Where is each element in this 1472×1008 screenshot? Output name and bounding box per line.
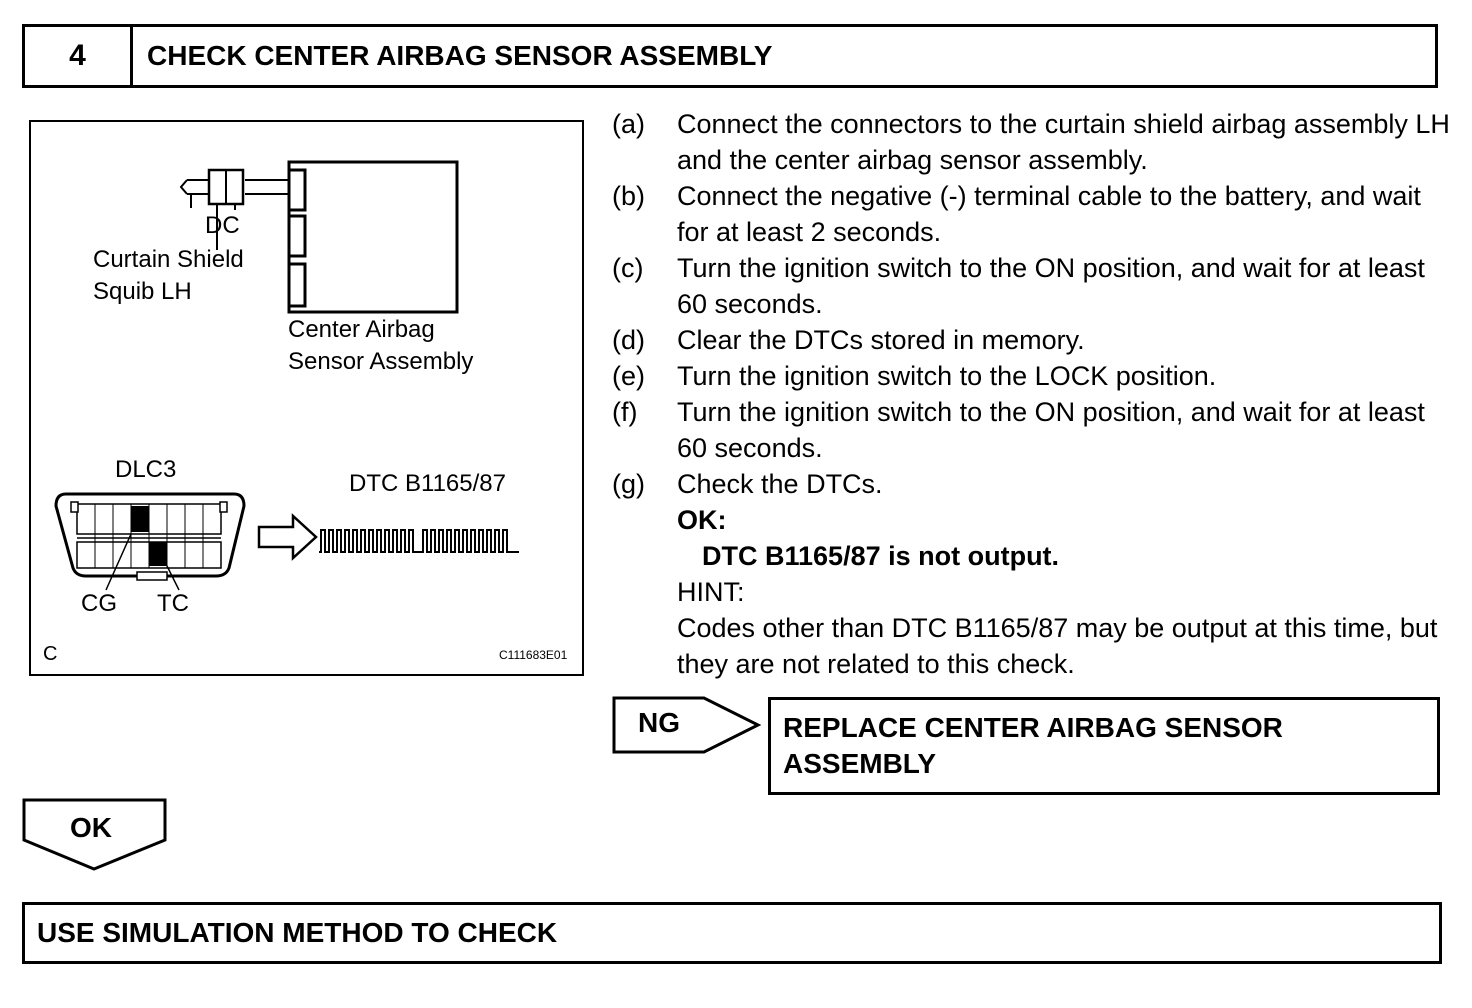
squib-label-line1: Curtain Shield: [93, 246, 244, 273]
ok-heading: OK:: [677, 505, 727, 535]
instruction-item: (c) Turn the ignition switch to the ON po…: [612, 250, 1452, 322]
figure-corner-label: C: [43, 643, 58, 665]
instruction-text: Clear the DTCs stored in memory.: [677, 325, 1085, 355]
instruction-text: Turn the ignition switch to the LOCK pos…: [677, 361, 1217, 391]
sensor-connector-2: [287, 214, 307, 258]
sensor-label-line1: Center Airbag: [288, 316, 435, 343]
dlc3-label: DLC3: [115, 456, 177, 483]
step-title: CHECK CENTER AIRBAG SENSOR ASSEMBLY: [147, 40, 773, 71]
final-step-box: USE SIMULATION METHOD TO CHECK: [22, 902, 1442, 964]
dlc3-connector: [54, 492, 246, 578]
tc-pin: [149, 542, 167, 566]
instruction-letter: (c): [612, 253, 644, 283]
cg-label: CG: [81, 590, 117, 617]
dtc-label: DTC B1165/87: [349, 470, 506, 497]
instruction-text: Connect the connectors to the curtain sh…: [677, 109, 1450, 175]
instruction-item: (b) Connect the negative (-) terminal cab…: [612, 178, 1452, 250]
dtc-pulse-waveform: [319, 529, 519, 553]
instruction-text: Turn the ignition switch to the ON posit…: [677, 397, 1425, 463]
instruction-letter: (a): [612, 109, 645, 139]
tc-label: TC: [157, 590, 189, 617]
instruction-text: Turn the ignition switch to the ON posit…: [677, 253, 1425, 319]
ng-result-box: REPLACE CENTER AIRBAG SENSOR ASSEMBLY: [768, 697, 1440, 795]
ok-condition: DTC B1165/87 is not output.: [702, 541, 1060, 571]
instruction-item: (e) Turn the ignition switch to the LOCK …: [612, 358, 1452, 394]
hint-text: Codes other than DTC B1165/87 may be out…: [677, 613, 1438, 679]
figure-id: C111683E01: [499, 648, 568, 662]
instruction-letter: (f): [612, 397, 638, 427]
sensor-connector-1: [287, 168, 307, 212]
squib-label-line2: Squib LH: [93, 278, 192, 305]
step-header: 4 CHECK CENTER AIRBAG SENSOR ASSEMBLY: [22, 24, 1438, 88]
signal-arrow: [257, 513, 318, 561]
instruction-item: (f) Turn the ignition switch to the ON po…: [612, 394, 1452, 466]
instruction-list: (a) Connect the connectors to the curtain…: [612, 106, 1452, 682]
wiring-figure: DC Curtain Shield Squib LH Center Airbag…: [29, 120, 584, 676]
ng-arrow-shape: [612, 696, 762, 754]
hint-label: HINT:: [677, 577, 745, 607]
sensor-connector-3: [287, 262, 307, 308]
instruction-item: (g) Check the DTCs.: [612, 466, 1452, 502]
figure-drawing: [54, 160, 519, 591]
sensor-assembly-box: [287, 160, 459, 314]
instruction-item: (d) Clear the DTCs stored in memory.: [612, 322, 1452, 358]
ok-arrow-shape: [22, 798, 167, 871]
ok-block: OK: DTC B1165/87 is not output. HINT: Co…: [612, 502, 1452, 682]
dc-label: DC: [205, 212, 240, 239]
instruction-item: (a) Connect the connectors to the curtain…: [612, 106, 1452, 178]
instruction-letter: (g): [612, 469, 645, 499]
ng-label: NG: [638, 707, 680, 738]
instruction-text: Check the DTCs.: [677, 469, 883, 499]
instruction-text: Connect the negative (-) terminal cable …: [677, 181, 1421, 247]
step-number: 4: [25, 27, 133, 85]
ok-arrow-label: OK: [70, 812, 112, 843]
instruction-letter: (b): [612, 181, 645, 211]
instruction-letter: (d): [612, 325, 645, 355]
cg-pin: [131, 506, 149, 532]
sensor-label-line2: Sensor Assembly: [288, 348, 474, 375]
instruction-letter: (e): [612, 361, 645, 391]
